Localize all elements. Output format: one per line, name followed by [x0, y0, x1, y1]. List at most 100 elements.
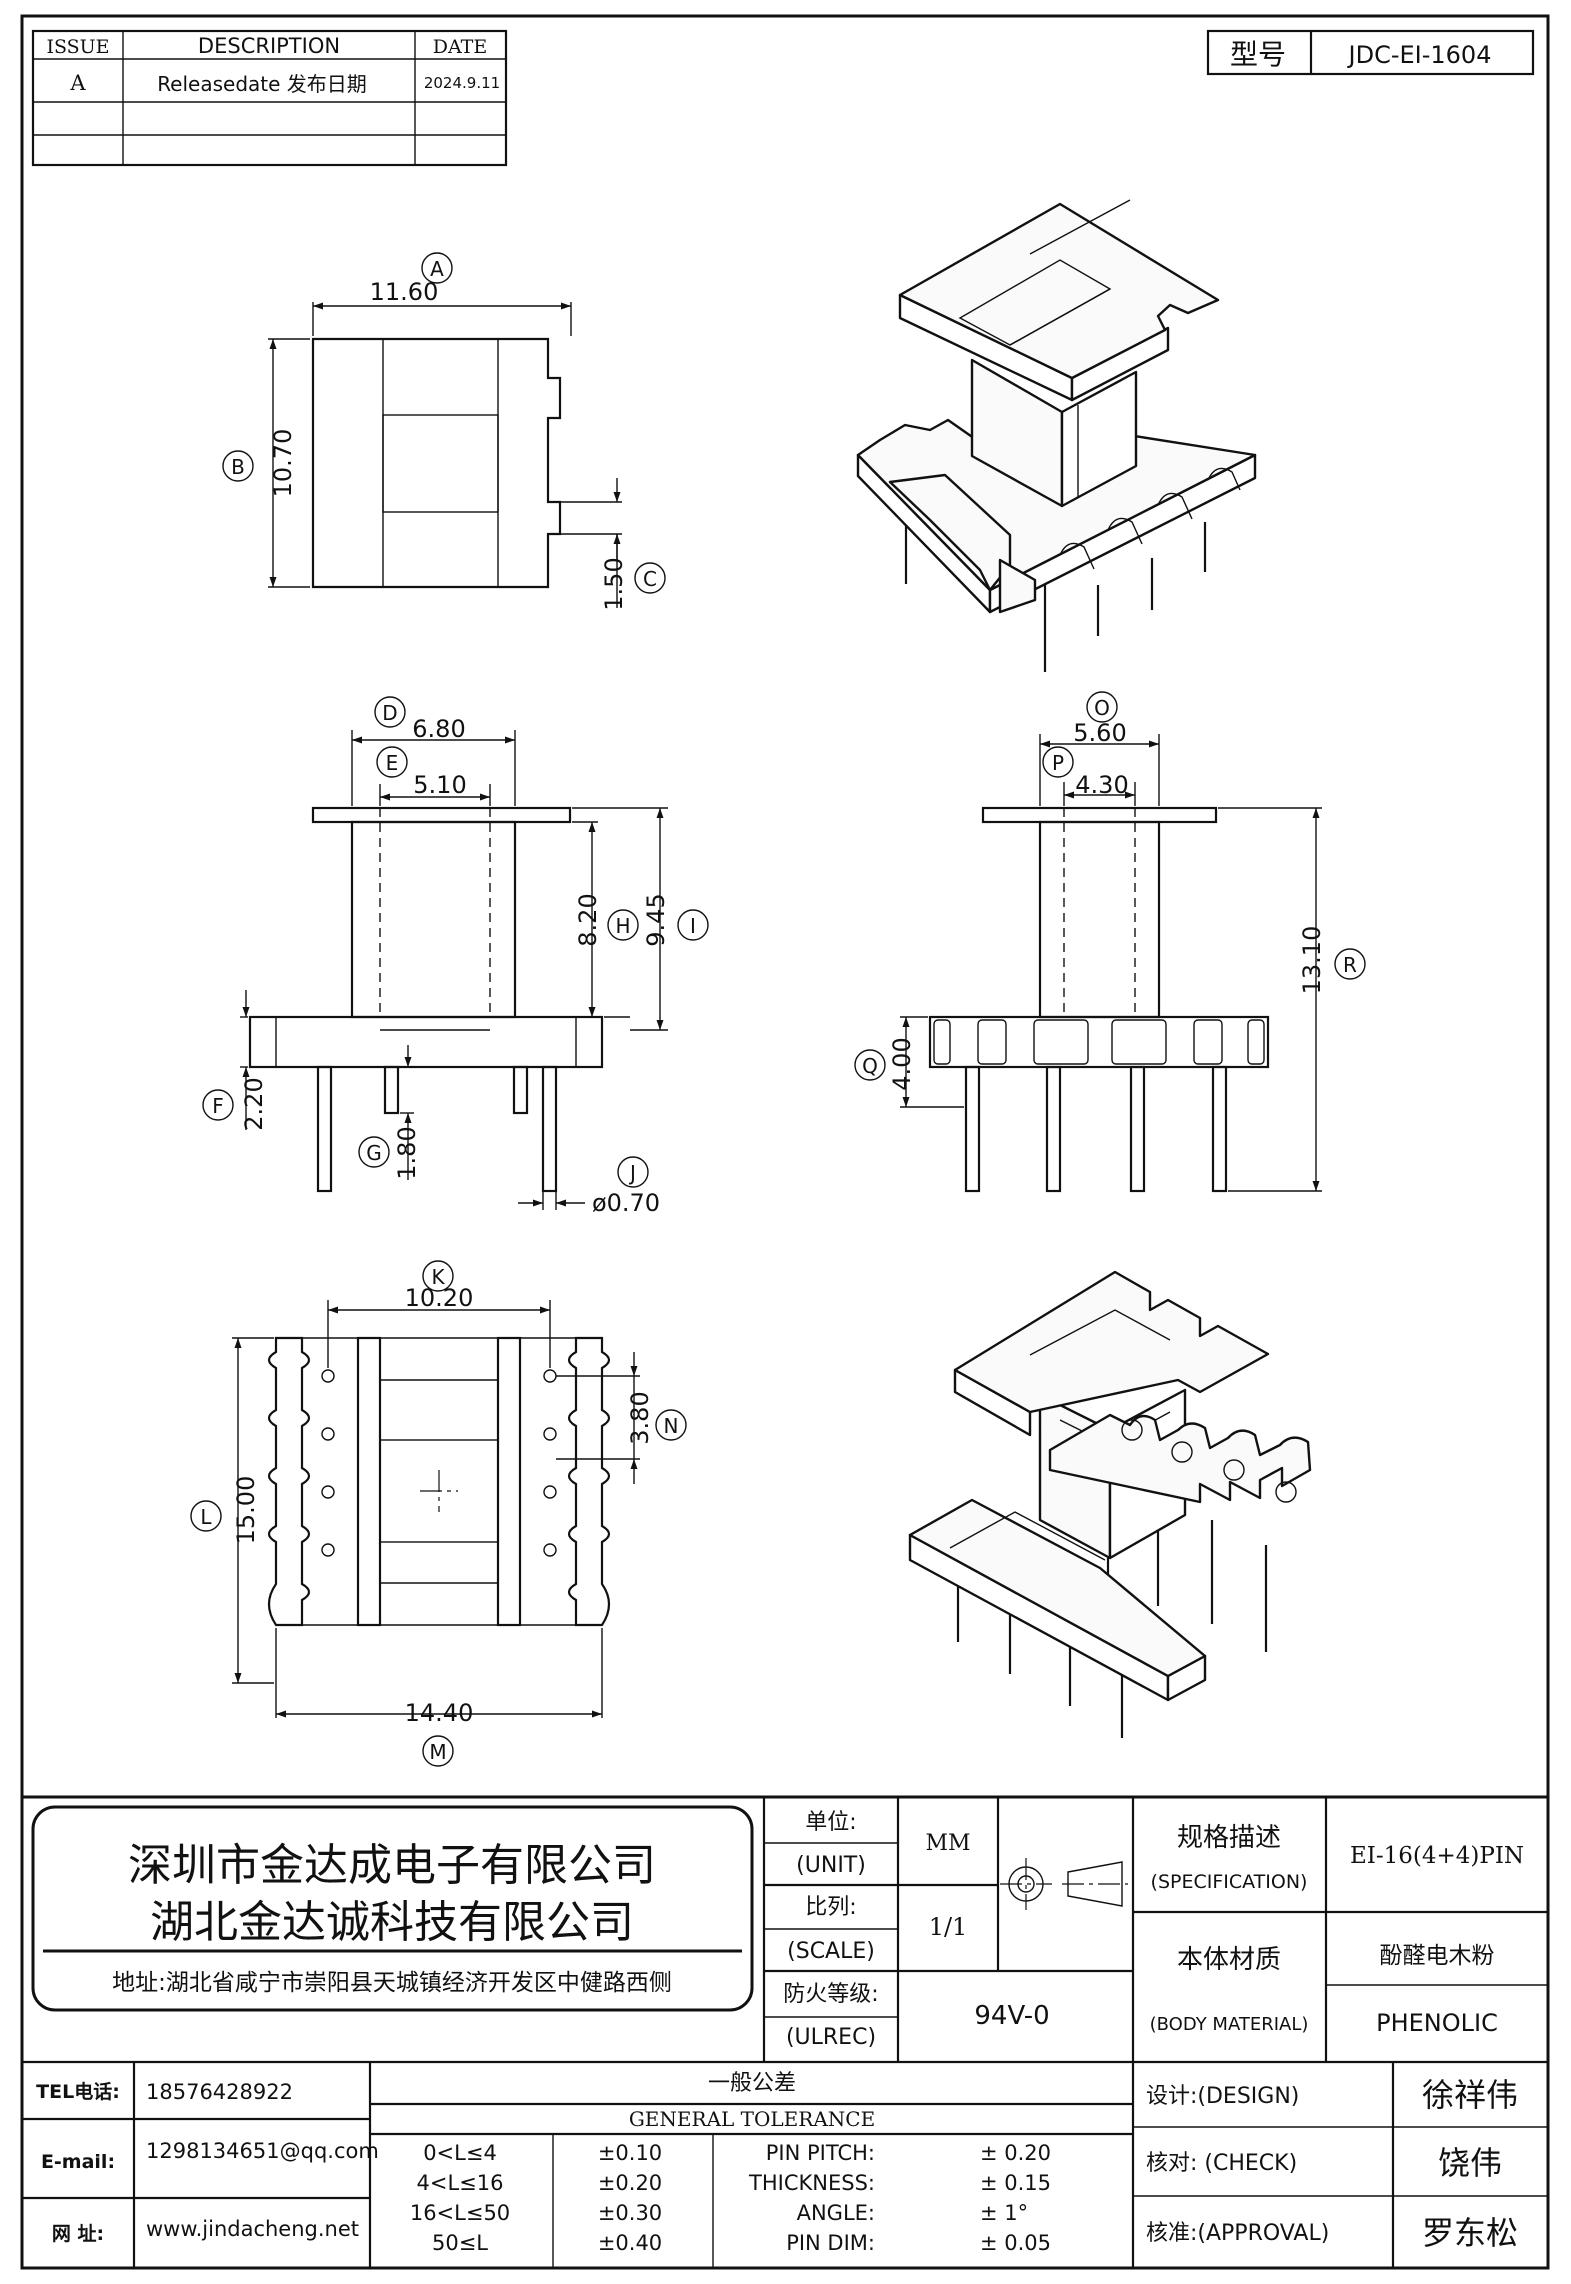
dim-E-value: 5.10 — [413, 771, 466, 799]
dim-P-value: 4.30 — [1075, 771, 1128, 799]
spec-value: EI-16(4+4)PIN — [1350, 1843, 1524, 1869]
rev-row1-date: 2024.9.11 — [424, 74, 500, 92]
approval-label: 核准:(APPROVAL) — [1146, 2221, 1329, 2246]
scale-label-cn: 比列: — [805, 1895, 856, 1920]
rev-header-issue: ISSUE — [46, 36, 109, 58]
tol-value-2: ±0.20 — [598, 2171, 662, 2195]
tol-item-value-4: ± 0.05 — [980, 2231, 1051, 2255]
design-label: 设计:(DESIGN) — [1146, 2084, 1299, 2109]
dim-N-value: 3.80 — [626, 1391, 654, 1444]
tol-item-1: PIN PITCH: — [766, 2141, 875, 2165]
tol-item-4: PIN DIM: — [786, 2231, 875, 2255]
spec-label-en: (SPECIFICATION) — [1151, 1871, 1308, 1893]
dim-Q-letter: Q — [862, 1054, 878, 1078]
dim-C-letter: C — [643, 567, 657, 591]
rev-header-date: DATE — [433, 36, 487, 58]
flame-label-en: (ULREC) — [786, 2025, 876, 2050]
rev-row1-description: Releasedate 发布日期 — [157, 72, 367, 96]
web-value: www.jindacheng.net — [146, 2217, 359, 2241]
material-value-en: PHENOLIC — [1376, 2009, 1498, 2037]
dim-C-value: 1.50 — [600, 557, 628, 610]
company-name-1: 深圳市金达成电子有限公司 — [128, 1840, 656, 1891]
tol-range-4: 50≤L — [432, 2231, 488, 2255]
tol-range-2: 4<L≤16 — [417, 2171, 504, 2195]
material-value-cn: 酚醛电木粉 — [1380, 1943, 1495, 1969]
title-block: 深圳市金达成电子有限公司 湖北金达诚科技有限公司 地址:湖北省咸宁市崇阳县天城镇… — [22, 1797, 1548, 2268]
flame-value: 94V-0 — [974, 2001, 1049, 2031]
dim-G-value: 1.80 — [393, 1126, 421, 1179]
tolerance-title-en: GENERAL TOLERANCE — [629, 2107, 875, 2131]
dim-Q-value: 4.00 — [888, 1037, 916, 1090]
dim-L-letter: L — [200, 1505, 212, 1529]
approval-name: 罗东松 — [1422, 2214, 1518, 2252]
tolerance-title-cn: 一般公差 — [708, 2071, 796, 2096]
unit-label-cn: 单位: — [805, 1810, 856, 1835]
model-number: JDC-EI-1604 — [1347, 41, 1492, 69]
tol-item-3: ANGLE: — [797, 2201, 875, 2225]
dim-I-value: 9.45 — [642, 893, 670, 946]
dim-K-value: 10.20 — [405, 1284, 474, 1312]
unit-label-en: (UNIT) — [796, 1853, 866, 1878]
flame-label-cn: 防火等级: — [783, 1982, 878, 2007]
email-label: E-mail: — [41, 2151, 115, 2173]
tol-value-3: ±0.30 — [598, 2201, 662, 2225]
dim-B-letter: B — [231, 455, 245, 479]
dim-R-letter-label: R — [1343, 953, 1357, 977]
tel-value: 18576428922 — [146, 2080, 293, 2104]
dim-E-letter: E — [386, 751, 399, 775]
dim-J-letter: J — [628, 1161, 636, 1185]
check-label: 核对: (CHECK) — [1146, 2151, 1297, 2176]
scale-value: 1/1 — [929, 1913, 968, 1941]
tol-value-4: ±0.40 — [598, 2231, 662, 2255]
dim-M-value: 14.40 — [405, 1699, 474, 1727]
dim-G-letter: G — [366, 1141, 382, 1165]
tol-item-value-3: ± 1° — [980, 2201, 1028, 2225]
dim-J-value: ø0.70 — [592, 1189, 660, 1217]
top-view: 11.60 A 10.70 B 1.50 C — [222, 252, 666, 611]
company-address: 地址:湖北省咸宁市崇阳县天城镇经济开发区中健路西侧 — [112, 1970, 672, 1996]
tol-range-3: 16<L≤50 — [410, 2201, 510, 2225]
tol-value-1: ±0.10 — [598, 2141, 662, 2165]
isometric-view-top — [856, 199, 1257, 672]
dim-P-letter: P — [1052, 751, 1064, 775]
material-label-cn: 本体材质 — [1177, 1945, 1281, 1975]
dim-F-letter: F — [212, 1094, 224, 1118]
spec-label-cn: 规格描述 — [1177, 1823, 1281, 1853]
dim-A-value: 11.60 — [370, 278, 439, 306]
tol-item-2: THICKNESS: — [748, 2171, 875, 2195]
isometric-view-bottom — [908, 1270, 1312, 1738]
rev-row1-issue: A — [69, 71, 86, 95]
revision-table: ISSUE DESCRIPTION DATE A Releasedate 发布日… — [31, 29, 508, 167]
dim-I-letter: I — [690, 914, 696, 938]
dim-O-value: 5.60 — [1073, 719, 1126, 747]
rev-header-description: DESCRIPTION — [198, 34, 340, 58]
dim-B-value: 10.70 — [269, 429, 297, 498]
tel-label: TEL电话: — [36, 2080, 120, 2103]
scale-label-en: (SCALE) — [787, 1939, 875, 1964]
dim-D-letter: D — [382, 701, 397, 725]
dim-R-value: 13.10 — [1298, 926, 1326, 995]
dim-D-value: 6.80 — [412, 715, 465, 743]
dim-F-value: 2.20 — [240, 1077, 268, 1130]
tol-range-1: 0<L≤4 — [423, 2141, 497, 2165]
sheet-border — [20, 14, 1550, 2270]
material-label-en: (BODY MATERIAL) — [1150, 2014, 1309, 2035]
tol-item-value-1: ± 0.20 — [980, 2141, 1051, 2165]
check-name: 饶伟 — [1438, 2144, 1502, 2182]
dim-M-letter: M — [429, 1740, 446, 1764]
dim-N-letter: N — [664, 1414, 679, 1438]
projection-symbol-icon — [1000, 1858, 1128, 1910]
unit-value: MM — [925, 1831, 970, 1856]
email-value: 1298134651@qq.com — [146, 2139, 379, 2163]
company-name-2: 湖北金达诚科技有限公司 — [150, 1897, 634, 1948]
dim-A-letter: A — [430, 257, 444, 281]
side-view: 5.60 O 4.30 P 13.10 Q R 4.00 Q — [854, 691, 1366, 1193]
tol-item-value-2: ± 0.15 — [980, 2171, 1051, 2195]
dim-H-value: 8.20 — [574, 893, 602, 946]
dim-K-letter: K — [431, 1265, 445, 1289]
model-box: 型号 JDC-EI-1604 — [1206, 29, 1535, 76]
bottom-view: 10.20 K 3.80 N 15.00 L 14.40 M — [190, 1260, 687, 1767]
dim-H-letter: H — [615, 914, 630, 938]
web-label: 网 址: — [52, 2223, 104, 2245]
